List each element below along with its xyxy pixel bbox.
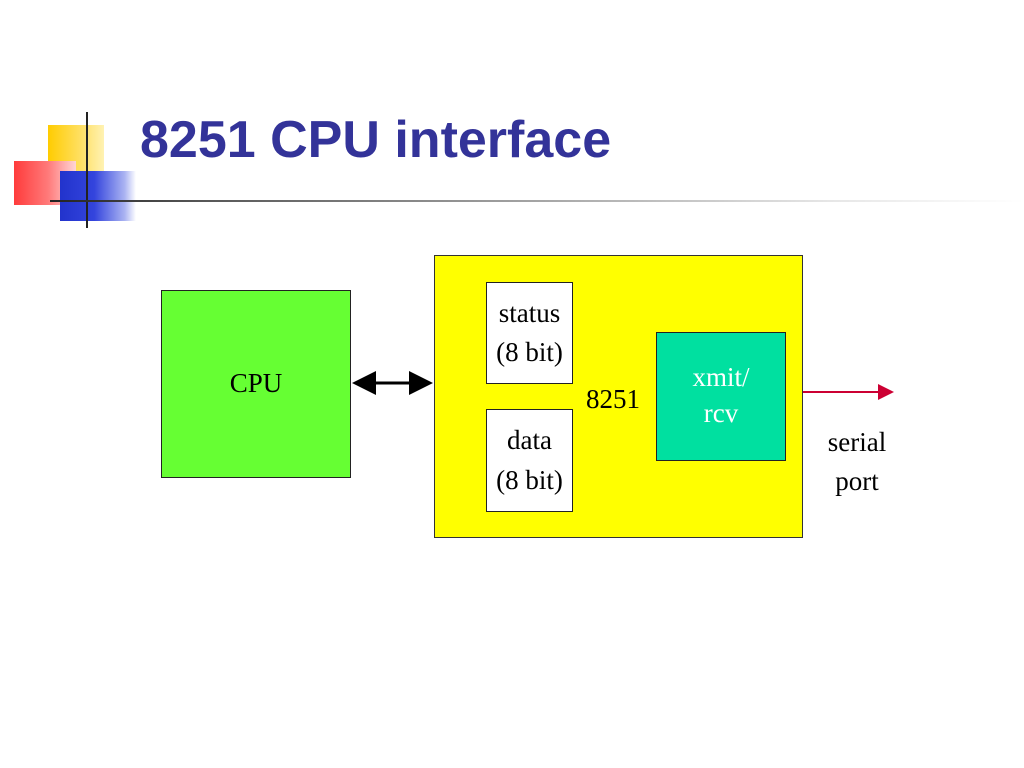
rcv-label: rcv (703, 398, 739, 429)
serial-port-line2: port (835, 466, 879, 497)
data-register-label: data (507, 425, 552, 456)
serial-port-line1: serial (827, 427, 887, 457)
serial-port-label: serial port (814, 423, 900, 501)
cpu-label: CPU (229, 368, 283, 399)
status-register-block: status (8 bit) (486, 282, 573, 384)
title-underline (50, 200, 1024, 202)
data-register-width: (8 bit) (496, 464, 563, 495)
status-register-width: (8 bit) (496, 337, 563, 367)
data-register-block: data (8 bit) (486, 409, 573, 512)
chip-8251-label: 8251 (586, 384, 640, 414)
slide-title: 8251 CPU interface (140, 111, 612, 169)
cpu-block: CPU (161, 290, 351, 478)
xmit-rcv-block: xmit/ rcv (656, 332, 786, 461)
logo-vertical-line (86, 112, 88, 228)
logo-blue-square (60, 171, 136, 221)
xmit-label: xmit/ (692, 362, 750, 392)
status-register-label: status (498, 297, 561, 328)
